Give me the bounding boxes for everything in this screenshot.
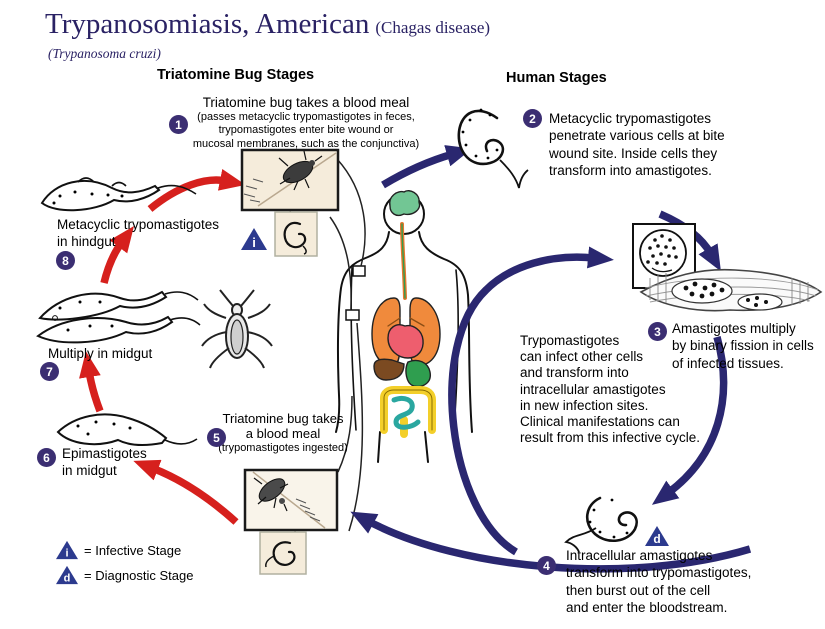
bite-site-marker-2 xyxy=(345,309,360,321)
stomach xyxy=(405,359,431,388)
center-note: Trypomastigotes can infect other cells a… xyxy=(520,333,701,446)
arrow-inner-left xyxy=(448,246,614,556)
step5-detail: (trypomastigotes ingested) xyxy=(218,441,348,454)
red-cycle-arrows xyxy=(79,169,246,525)
liver xyxy=(373,358,405,381)
step3-label: Amastigotes multiply by binary fission i… xyxy=(672,321,814,371)
page-title: Trypanosomiasis, American (Chagas disease… xyxy=(45,8,490,41)
step7-label: Multiply in midgut xyxy=(48,346,153,361)
svg-text:d: d xyxy=(64,572,71,584)
triatomine-bug-top xyxy=(278,150,323,191)
bug-feeding-box-top xyxy=(240,148,340,212)
parasite-midgut-6 xyxy=(56,413,198,446)
infected-cell-inset xyxy=(632,223,696,289)
step2-label: Metacyclic trypomastigotes penetrate var… xyxy=(549,111,725,178)
step1-detail: (passes metacyclic trypomastigotes in fe… xyxy=(192,111,420,150)
parasites-midgut-7 xyxy=(36,290,201,344)
title-organism: (Trypanosoma cruzi) xyxy=(48,46,161,61)
parasite-inset-bottom xyxy=(259,531,307,575)
infected-tissue xyxy=(639,268,823,312)
arrow-1-to-2 xyxy=(381,145,473,189)
trypomastigote-step4 xyxy=(564,496,638,553)
human-figure-illustration xyxy=(335,190,473,463)
header-bug-stages: Triatomine Bug Stages xyxy=(157,67,315,83)
brain xyxy=(389,190,421,217)
trypomastigote-step2 xyxy=(457,108,529,189)
triatomine-bug-sketch xyxy=(201,289,273,369)
diagnostic-stage-icon: d xyxy=(645,526,669,546)
arrow-7-to-8 xyxy=(100,225,134,284)
parasite-inset-top xyxy=(274,211,318,257)
bite-site-marker-1 xyxy=(352,265,366,277)
step5-label: Triatomine bug takes a blood meal (trypo… xyxy=(196,411,370,455)
step5-number: 5 xyxy=(207,428,226,447)
legend-diagnostic-icon: d xyxy=(56,565,78,584)
step1-label: Triatomine bug takes a blood meal (passe… xyxy=(168,94,444,151)
title-main: Trypanosomiasis, American xyxy=(45,8,370,40)
step6-number: 6 xyxy=(37,448,56,467)
step8-label: Metacyclic trypomastigotes in hindgut xyxy=(57,217,220,250)
diagnostic-icon-letter: d xyxy=(653,532,660,546)
step1-number: 1 xyxy=(169,115,188,134)
arrow-6-to-7 xyxy=(79,351,104,413)
heart xyxy=(387,324,424,359)
arrow-3-to-4 xyxy=(651,335,728,505)
legend-diagnostic-label: = Diagnostic Stage xyxy=(84,567,194,583)
parasite-hindgut-8 xyxy=(40,177,197,212)
legend-infective-label: = Infective Stage xyxy=(84,542,182,558)
step8-number: 8 xyxy=(56,251,75,270)
infective-stage-icon: i xyxy=(241,228,267,250)
step6-label: Epimastigotes in midgut xyxy=(62,446,147,479)
step4-label: Intracellular amastigotes transform into… xyxy=(566,548,752,615)
title-qualifier: (Chagas disease) xyxy=(375,18,491,37)
small-intestine xyxy=(391,395,421,430)
step7-number: 7 xyxy=(40,362,59,381)
infective-icon-letter: i xyxy=(252,235,256,250)
step4-number: 4 xyxy=(537,556,556,575)
legend: i = Infective Stage d = Diagnostic Stage xyxy=(55,539,193,586)
svg-text:i: i xyxy=(65,547,68,559)
legend-infective-row: i = Infective Stage xyxy=(55,539,193,561)
step2-number: 2 xyxy=(523,109,542,128)
step3-number: 3 xyxy=(648,322,667,341)
header-human-stages: Human Stages xyxy=(506,70,607,86)
step5-title: Triatomine bug takes a blood meal xyxy=(222,411,344,442)
triatomine-bug-bottom xyxy=(253,477,289,512)
step1-title: Triatomine bug takes a blood meal xyxy=(202,95,410,110)
bug-feeding-box-bottom xyxy=(243,468,339,532)
arrow-8-to-1 xyxy=(147,169,246,212)
arrow-5-to-6 xyxy=(133,459,239,525)
legend-infective-icon: i xyxy=(56,540,78,559)
legend-diagnostic-row: d = Diagnostic Stage xyxy=(55,564,193,586)
